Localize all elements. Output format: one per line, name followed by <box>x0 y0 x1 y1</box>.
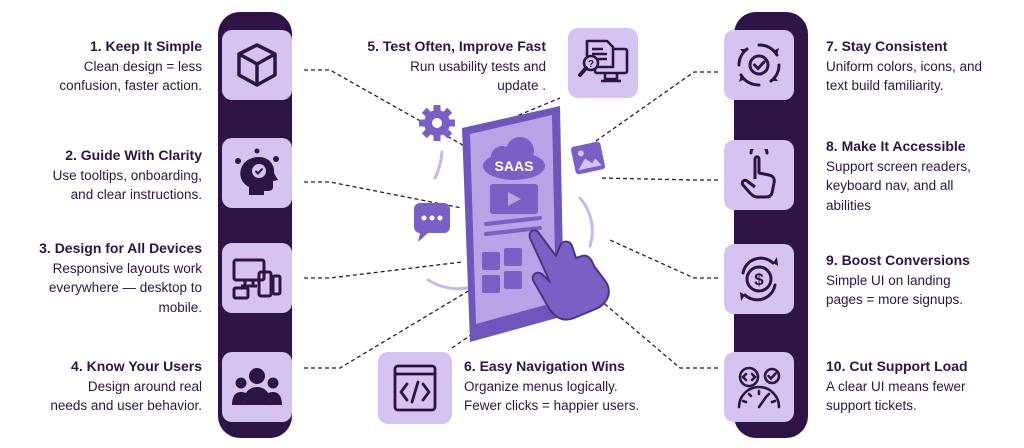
code-navigation-icon <box>393 364 437 412</box>
tip-1-desc-line-2: confusion, faster action. <box>59 78 202 93</box>
tip-3-title: 3. Design for All Devices <box>39 240 202 256</box>
connector-5 <box>511 97 561 119</box>
tip-2-icon-box <box>222 138 292 208</box>
cube-icon <box>237 43 277 87</box>
devices-icon <box>232 258 282 300</box>
gear-icon <box>419 105 455 141</box>
tip-9: 9. Boost Conversions Simple UI on landin… <box>826 251 1022 310</box>
tip-9-icon-box: $ <box>724 244 794 314</box>
connector-3 <box>304 261 463 279</box>
cloud-icon <box>483 137 545 180</box>
tip-7-desc-line-2: text build familiarity. <box>826 78 944 93</box>
connector-7 <box>585 71 718 149</box>
dollar-cycle-icon: $ <box>740 256 778 302</box>
tip-1-desc-line-1: Clean design = less <box>83 58 202 74</box>
connector-8 <box>599 177 718 181</box>
touch-hand-icon <box>528 229 610 321</box>
tip-2-desc-line-1: Use tooltips, onboarding, <box>52 167 202 183</box>
tip-3-desc-line-1: Responsive layouts work <box>52 260 202 276</box>
tip-7: 7. Stay Consistent Uniform colors, icons… <box>826 37 1022 96</box>
tip-4: 4. Know Your Users Design around real ne… <box>2 357 202 416</box>
tip-9-title: 9. Boost Conversions <box>826 252 970 268</box>
tip-7-title: 7. Stay Consistent <box>826 38 948 54</box>
tip-8-title: 8. Make It Accessible <box>826 138 966 154</box>
tip-8-icon-box <box>724 140 794 210</box>
tip-10-title: 10. Cut Support Load <box>826 358 968 374</box>
pointer-hand-icon <box>740 149 776 199</box>
tip-1-icon-box <box>222 30 292 100</box>
tip-6-desc-line-2: Fewer clicks = happier users. <box>464 398 640 413</box>
tip-10-desc-line-1: A clear UI means fewer <box>826 378 966 394</box>
head-brain-icon <box>235 148 279 195</box>
tip-5-title: 5. Test Often, Improve Fast <box>367 38 546 54</box>
tip-6-desc-line-1: Organize menus logically. <box>464 378 618 394</box>
swoosh-left-bottom <box>426 278 470 291</box>
gauge-settings-icon <box>737 366 781 409</box>
tip-6-title: 6. Easy Navigation Wins <box>464 358 625 374</box>
tip-3-desc-line-3: mobile. <box>158 299 202 315</box>
connector-10 <box>599 299 718 369</box>
tip-1-title: 1. Keep It Simple <box>89 38 202 54</box>
tip-4-desc-line-2: needs and user behavior. <box>50 398 202 413</box>
svg-text:$: $ <box>754 270 764 289</box>
test-document-icon: ? <box>578 39 629 83</box>
tip-8-desc-line-2: keyboard nav, and all <box>826 178 954 193</box>
tip-1: 1. Keep It Simple Clean design = less co… <box>2 37 202 96</box>
connector-1 <box>304 69 469 149</box>
tip-10-icon-box <box>724 352 794 422</box>
tip-6-icon-box <box>378 352 452 424</box>
tip-3: 3. Design for All Devices Responsive lay… <box>0 239 202 317</box>
tip-2-title: 2. Guide With Clarity <box>65 147 202 163</box>
tip-7-desc-line-1: Uniform colors, icons, and <box>826 58 983 74</box>
connector-9 <box>609 239 718 279</box>
tip-4-title: 4. Know Your Users <box>71 358 202 374</box>
tip-5-desc-line-1: Run usability tests and <box>410 58 546 74</box>
chat-bubble-icon <box>414 203 450 242</box>
image-card-icon <box>570 141 606 175</box>
tip-8-desc-line-1: Support screen readers, <box>826 158 971 174</box>
tip-4-icon-box <box>222 352 292 422</box>
tip-10: 10. Cut Support Load A clear UI means fe… <box>826 357 1022 416</box>
tip-2-desc-line-2: and clear instructions. <box>70 187 202 202</box>
swoosh-left-top <box>433 150 444 180</box>
tip-8-desc-line-3: abilities <box>826 197 872 213</box>
tip-5: 5. Test Often, Improve Fast Run usabilit… <box>326 37 546 96</box>
tip-4-desc-line-1: Design around real <box>87 378 202 394</box>
tip-5-icon-box: ? <box>568 28 638 98</box>
connector-6 <box>451 329 479 349</box>
cycle-check-icon <box>737 43 781 87</box>
tip-9-desc-line-1: Simple UI on landing <box>826 272 951 288</box>
swoosh-right <box>578 196 594 248</box>
tip-3-desc-line-2: everywhere — desktop to <box>48 280 202 295</box>
saas-label: SAAS <box>495 158 534 174</box>
play-icon <box>508 192 521 206</box>
tip-7-icon-box <box>724 30 794 100</box>
connector-4 <box>304 289 471 369</box>
tip-5-desc-line-2: update . <box>497 78 546 93</box>
tip-8: 8. Make It Accessible Support screen rea… <box>826 137 1022 215</box>
tip-2: 2. Guide With Clarity Use tooltips, onbo… <box>0 146 202 205</box>
connector-2 <box>304 181 463 209</box>
users-group-icon <box>232 368 282 405</box>
tip-3-icon-box <box>222 243 292 313</box>
tip-10-desc-line-2: support tickets. <box>826 398 917 413</box>
tip-6: 6. Easy Navigation Wins Organize menus l… <box>464 357 684 416</box>
tip-9-desc-line-2: pages = more signups. <box>826 292 963 307</box>
svg-text:?: ? <box>588 59 594 70</box>
